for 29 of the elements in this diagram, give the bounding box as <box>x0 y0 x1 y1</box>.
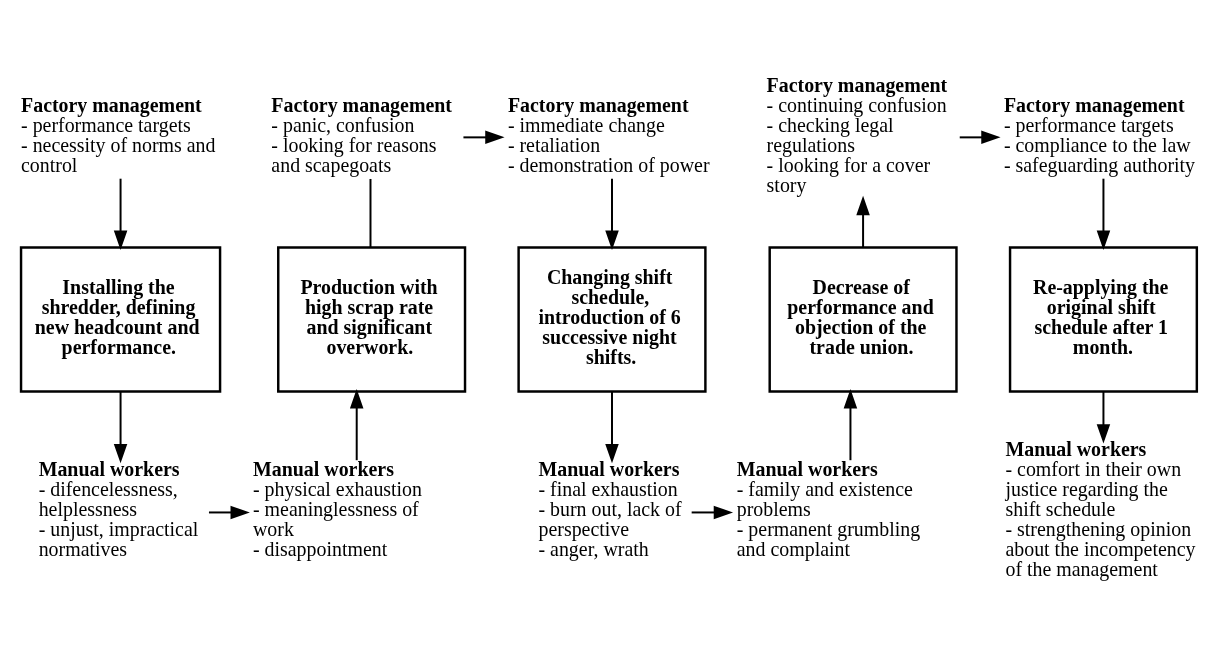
arrow <box>462 130 505 145</box>
node-text: Factory management - continuing confusion - checking legal regulations - looking for a cover story <box>766 74 948 196</box>
arrow <box>690 505 734 520</box>
node-text: Manual workers - difencelessness, helplessness - unjust, impractical normatives <box>38 458 199 560</box>
arrow <box>1096 390 1111 444</box>
node-text: Factory management - immediate change - retaliation - demonstration of power <box>507 93 710 176</box>
arrow <box>856 195 870 249</box>
node-box: Installing the shredder, defining new headcount and performance. <box>19 246 222 393</box>
arrow <box>349 389 364 462</box>
node-text: Manual workers - family and existence problems - permanent grumbling and complaint <box>736 458 921 560</box>
node-text: Manual workers - final exhaustion - burn out, lack of perspective - anger, wrath <box>538 458 682 560</box>
connector <box>369 177 372 249</box>
arrow <box>605 390 619 464</box>
arrow <box>843 389 858 462</box>
arrow <box>958 130 1001 145</box>
arrow <box>1096 177 1111 250</box>
node-text: Manual workers - physical exhaustion - meaninglessness of work - disappointment <box>252 458 423 560</box>
node-box: Production with high scrap rate and significant overwork. <box>277 246 467 393</box>
node-box: Changing shift schedule, introduction of 6 successive night shifts. <box>517 246 707 393</box>
node-box: Decrease of performance and objection of the trade union. <box>768 246 958 393</box>
arrow <box>113 177 128 250</box>
node-text: Factory management - performance targets - necessity of norms and control <box>21 93 216 176</box>
arrow <box>605 177 619 250</box>
node-text: Factory management - performance targets - compliance to the law - safeguarding authority <box>1003 93 1196 176</box>
node-text: Manual workers - comfort in their own justice regarding the shift schedule - strengthening opinion about the incompetency of the management <box>1005 438 1196 580</box>
node-text: Factory management - panic, confusion - looking for reasons and scapegoats <box>271 93 452 176</box>
arrow <box>113 390 128 464</box>
node-box: Re-applying the original shift schedule after 1 month. <box>1008 246 1199 393</box>
arrow <box>207 505 250 520</box>
